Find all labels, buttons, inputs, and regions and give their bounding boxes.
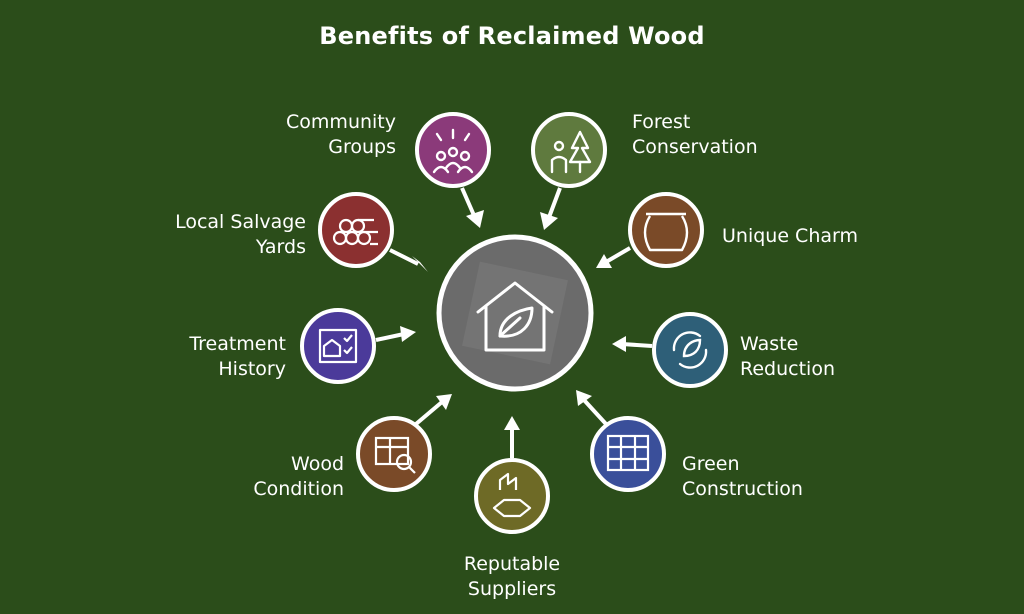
checklist-house-icon xyxy=(318,328,358,364)
node-community-groups xyxy=(415,112,491,228)
node-reputable-suppliers xyxy=(474,416,550,534)
arrow-local-salvage-yards xyxy=(389,248,419,266)
node-waste-reduction xyxy=(612,312,728,388)
log-pile-icon xyxy=(332,218,378,246)
node-treatment-history xyxy=(300,308,416,384)
wooden-barrel-icon xyxy=(643,212,689,252)
handshake-factory-icon xyxy=(492,472,532,518)
house-leaf-icon xyxy=(476,281,554,352)
label-unique-charm: Unique Charm xyxy=(722,225,858,247)
solar-panel-icon xyxy=(606,434,650,472)
inspection-magnifier-icon xyxy=(374,436,416,474)
arrow-waste-reduction xyxy=(621,342,653,348)
arrow-wood-condition xyxy=(414,400,444,426)
diagram-title: Benefits of Reclaimed Wood xyxy=(319,22,705,50)
center-hub xyxy=(436,234,594,392)
people-celebration-icon xyxy=(432,128,474,174)
arrow-green-construction xyxy=(582,398,608,426)
arrow-unique-charm xyxy=(604,246,632,264)
node-local-salvage-yards xyxy=(318,192,428,272)
person-tree-icon xyxy=(550,130,592,174)
recycle-leaf-icon xyxy=(672,331,708,369)
node-green-construction xyxy=(576,390,666,492)
node-wood-condition xyxy=(356,394,452,492)
node-forest-conservation xyxy=(531,112,607,230)
arrow-treatment-history xyxy=(375,332,405,342)
arrow-forest-conservation xyxy=(546,187,562,221)
node-unique-charm xyxy=(596,192,704,268)
